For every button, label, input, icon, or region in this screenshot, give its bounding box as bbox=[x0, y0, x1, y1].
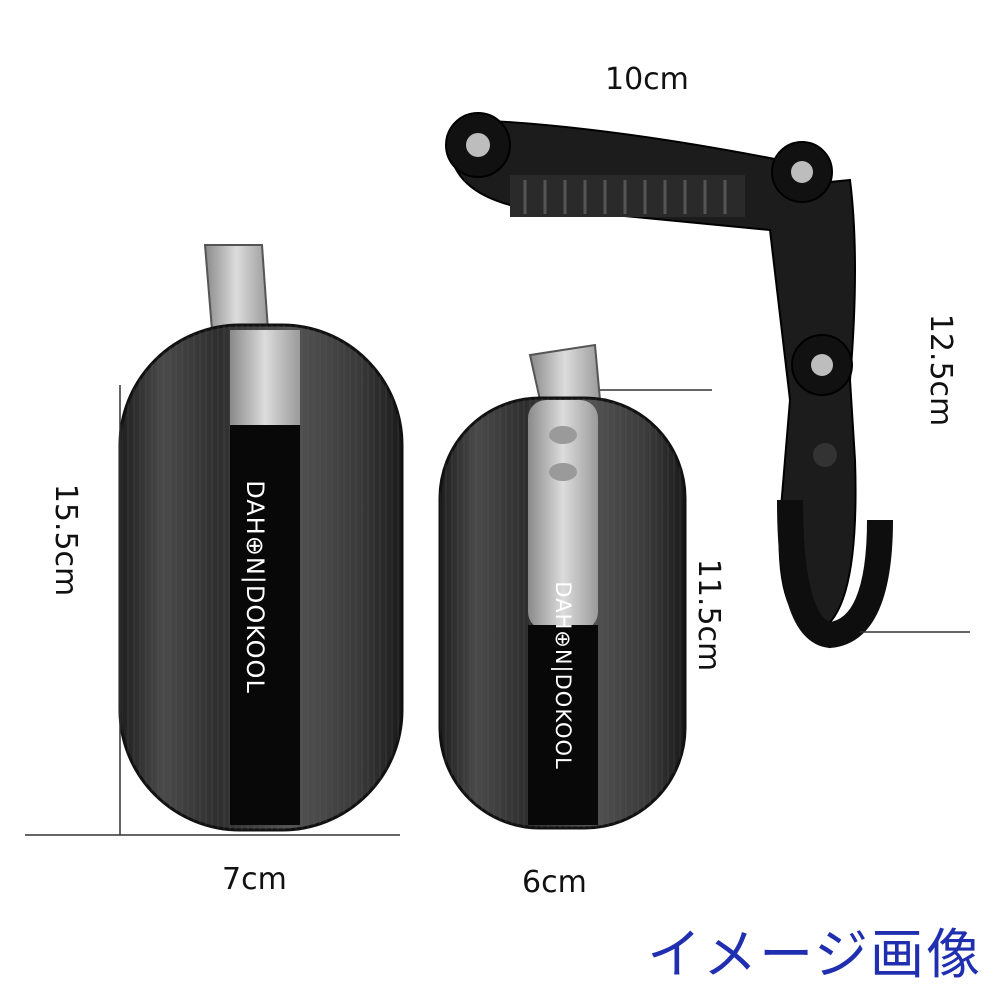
mirror-arm-bracket bbox=[445, 112, 893, 649]
dimension-lines bbox=[25, 385, 970, 836]
large-mirror-height-label: 15.5cm bbox=[48, 483, 83, 597]
large-mirror-brand-text: DAH⊕N|DOKOOL bbox=[241, 480, 269, 694]
small-mirror-width-label: 6cm bbox=[522, 865, 587, 900]
small-mirror-brand-text: DAH⊕N|DOKOOL bbox=[551, 581, 575, 770]
large-mirror bbox=[118, 244, 404, 832]
small-mirror bbox=[438, 343, 687, 830]
image-caption: イメージ画像 bbox=[647, 923, 982, 986]
top-arm-width-label: 10cm bbox=[605, 62, 689, 97]
arm-height-label: 12.5cm bbox=[923, 313, 958, 427]
small-mirror-height-label: 11.5cm bbox=[691, 558, 726, 672]
large-mirror-width-label: 7cm bbox=[222, 862, 287, 897]
